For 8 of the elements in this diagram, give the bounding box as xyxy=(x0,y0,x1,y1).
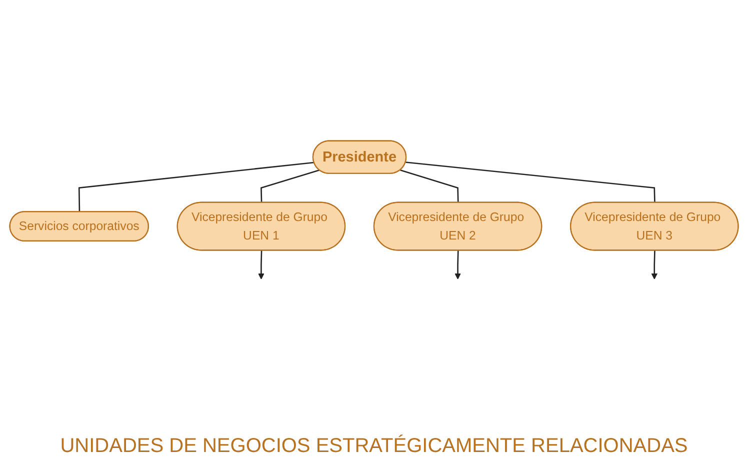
connector xyxy=(406,162,656,204)
arrow xyxy=(258,250,264,280)
connector xyxy=(400,170,459,204)
arrow xyxy=(651,250,658,280)
connector xyxy=(78,162,314,212)
caption-text: UNIDADES DE NEGOCIOS ESTRATÉGICAMENTE RELACIONADAS xyxy=(60,435,688,458)
arrow xyxy=(454,250,461,280)
connector xyxy=(260,170,320,204)
